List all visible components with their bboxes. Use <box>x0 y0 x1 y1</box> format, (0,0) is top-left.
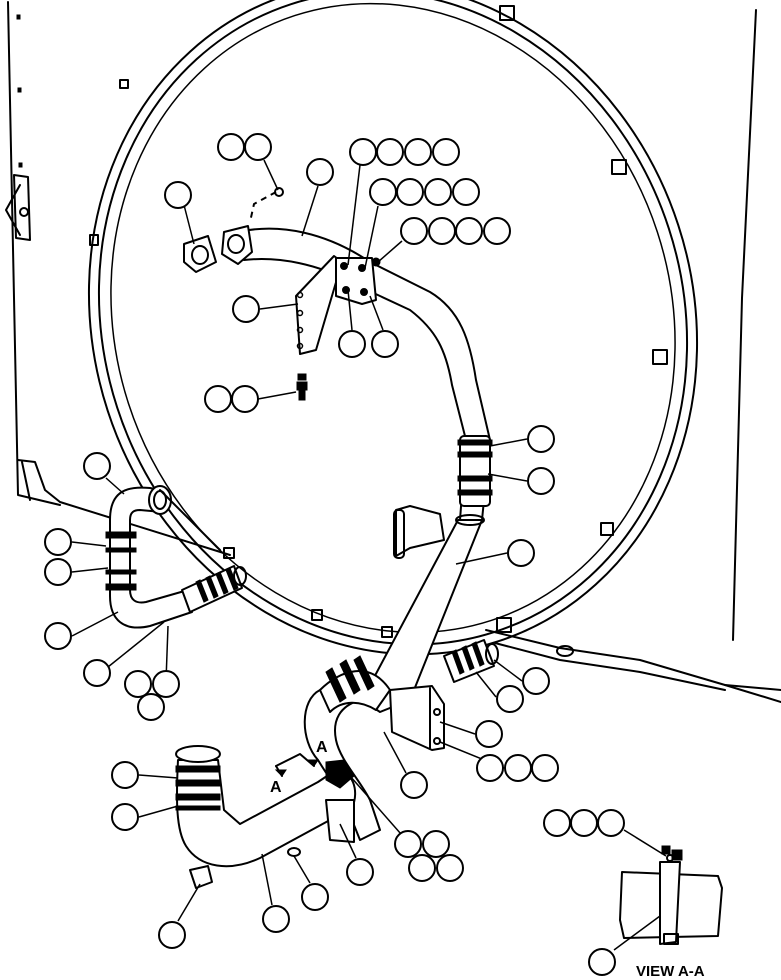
callout-balloon <box>346 858 374 886</box>
callout-balloon <box>164 181 192 209</box>
callout-balloon <box>44 528 72 556</box>
callout-balloon <box>232 295 260 323</box>
callout-balloon <box>507 539 535 567</box>
callout-balloon <box>597 809 625 837</box>
callout-balloon <box>44 558 72 586</box>
callout-balloon <box>396 178 424 206</box>
callout-balloon <box>408 854 436 882</box>
callout-balloon <box>475 720 503 748</box>
right-hose-assembly <box>361 435 493 713</box>
callout-balloon <box>531 754 559 782</box>
callout-balloon <box>432 138 460 166</box>
callout-balloon <box>371 330 399 358</box>
callout-balloon <box>338 330 366 358</box>
view-a-a-detail: VIEW A-A <box>619 845 723 980</box>
callout-balloon <box>44 622 72 650</box>
callout-balloon <box>152 670 180 698</box>
callout-balloon <box>483 217 511 245</box>
callout-balloon <box>217 133 245 161</box>
callout-balloon <box>124 670 152 698</box>
callout-balloon <box>527 467 555 495</box>
section-letter-a-bottom: A <box>270 779 282 796</box>
callout-balloon <box>522 667 550 695</box>
callout-balloon <box>369 178 397 206</box>
callout-balloon <box>436 854 464 882</box>
callout-balloon <box>422 830 450 858</box>
callout-balloon <box>301 883 329 911</box>
section-letter-a-top: A <box>316 739 328 756</box>
callout-balloons <box>44 133 625 976</box>
callout-balloon <box>231 385 259 413</box>
callout-balloon <box>570 809 598 837</box>
leader-lines <box>71 159 667 951</box>
callout-balloon <box>452 178 480 206</box>
callout-balloon <box>527 425 555 453</box>
callout-balloon <box>588 948 616 976</box>
lower-elbow-pipe <box>175 655 391 889</box>
callout-balloon <box>137 693 165 721</box>
callout-balloon <box>244 133 272 161</box>
callout-balloon <box>455 217 483 245</box>
left-u-pipe <box>105 485 247 629</box>
fan-shroud-ring <box>87 0 699 656</box>
callout-balloon <box>404 138 432 166</box>
callout-balloon <box>394 830 422 858</box>
callout-balloon <box>424 178 452 206</box>
callout-balloon <box>111 761 139 789</box>
lower-right-hose <box>389 639 499 751</box>
callout-balloon <box>83 659 111 687</box>
callout-balloon <box>306 158 334 186</box>
callout-balloon <box>349 138 377 166</box>
callout-balloon <box>504 754 532 782</box>
callout-balloon <box>476 754 504 782</box>
callout-balloon <box>158 921 186 949</box>
callout-balloon <box>262 905 290 933</box>
callout-balloon <box>496 685 524 713</box>
view-label: VIEW A-A <box>636 963 705 980</box>
callout-balloon <box>400 217 428 245</box>
housing-frame <box>5 1 781 703</box>
callout-balloon <box>111 803 139 831</box>
callout-balloon <box>543 809 571 837</box>
callout-balloon <box>376 138 404 166</box>
section-marker-a: A A <box>270 739 328 796</box>
callout-balloon <box>204 385 232 413</box>
callout-balloon <box>428 217 456 245</box>
callout-balloon <box>83 452 111 480</box>
callout-balloon <box>400 771 428 799</box>
